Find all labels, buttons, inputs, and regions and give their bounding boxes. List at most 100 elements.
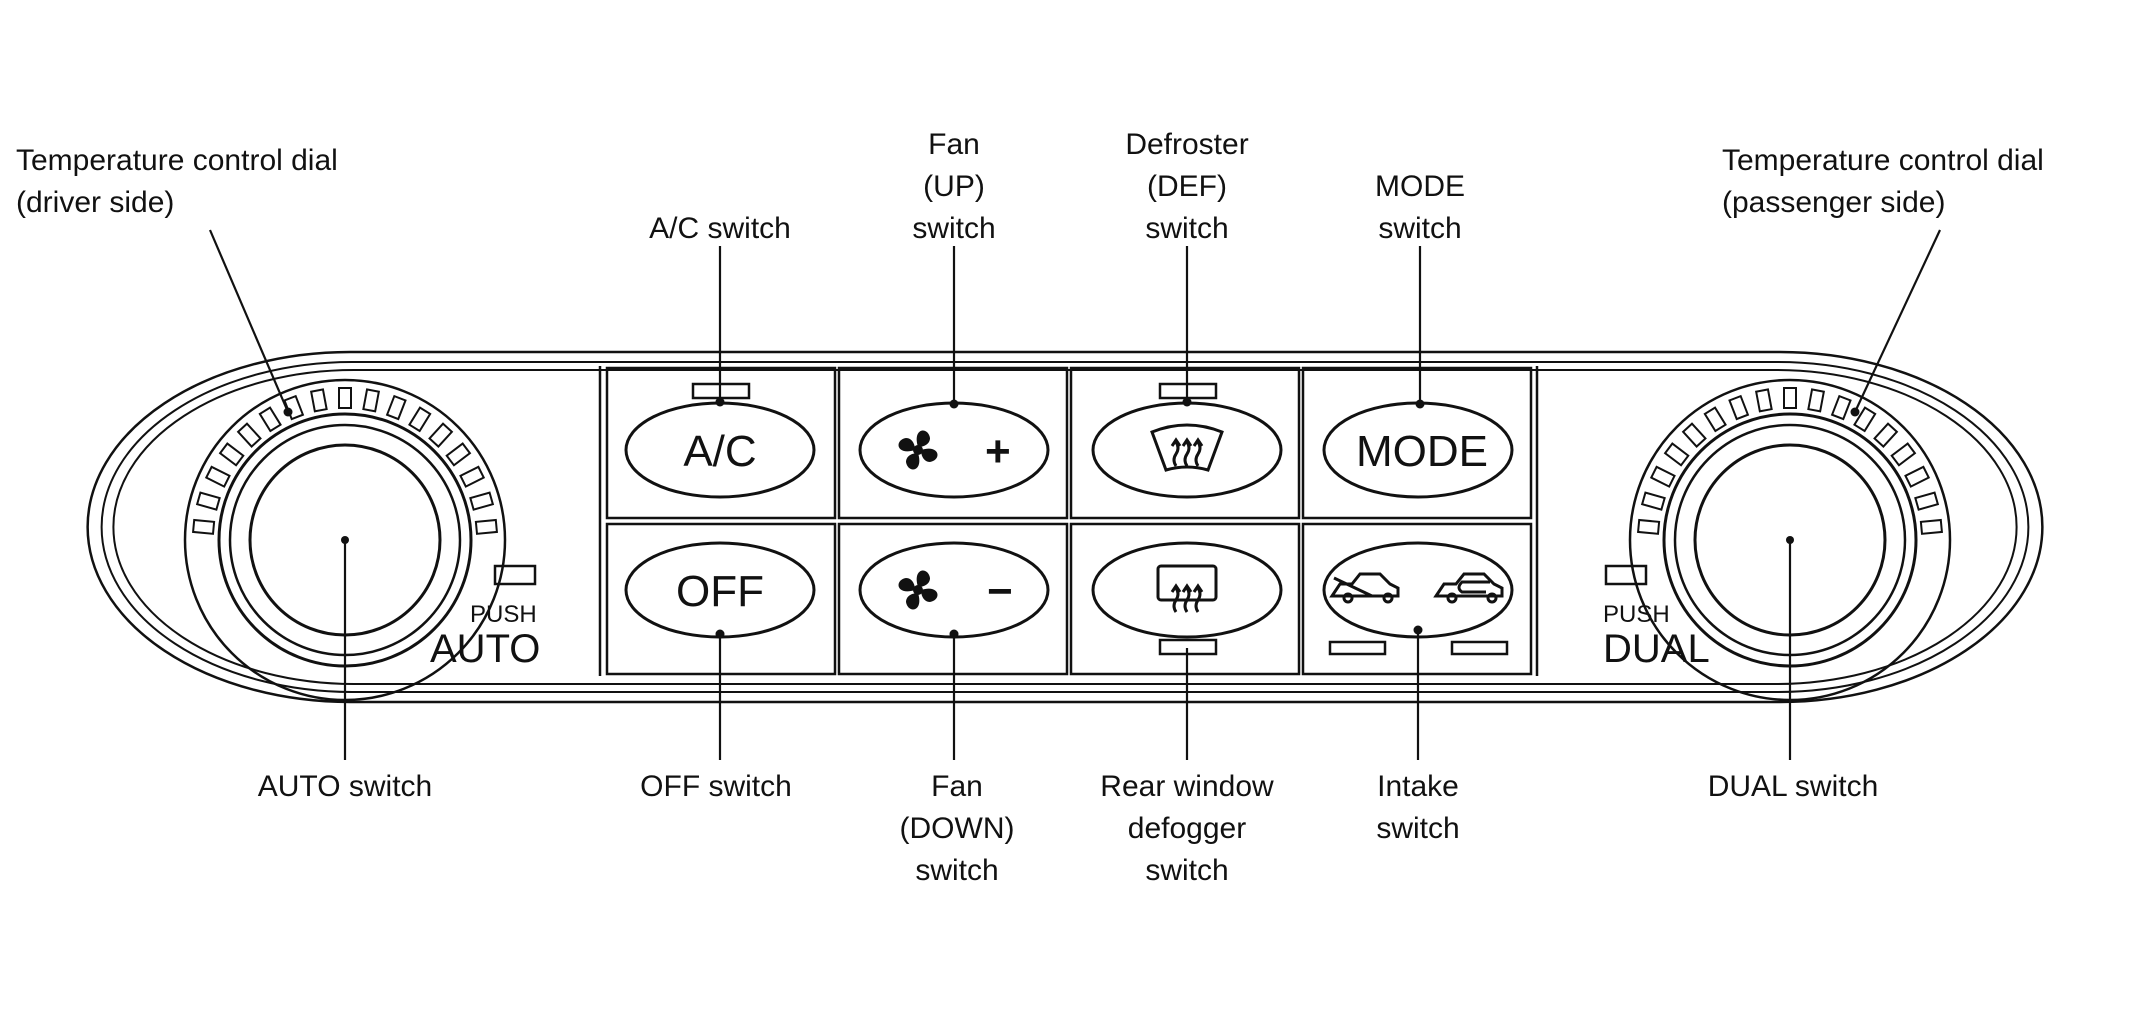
temperature-scale-driver	[192, 387, 498, 535]
temperature-scale-segment	[385, 394, 407, 421]
rear-defrost-icon	[1156, 564, 1218, 613]
temperature-scale-segment	[192, 518, 216, 535]
temperature-scale-segment	[1649, 465, 1676, 488]
auto-big-label: AUTO	[430, 627, 540, 671]
rear-defogger-button[interactable]	[1091, 541, 1283, 656]
temperature-scale-segment	[1681, 422, 1707, 448]
temperature-scale-segment	[445, 442, 472, 467]
callout-dual-switch: DUAL switch	[1708, 770, 1879, 803]
callout-line: defogger	[1128, 812, 1246, 845]
temperature-scale-segment	[1640, 491, 1666, 511]
callout-line: Temperature control dial	[1722, 144, 2044, 177]
callout-line: MODE	[1375, 170, 1465, 203]
temperature-scale-segment	[1914, 491, 1940, 511]
callout-mode-switch: MODE switch	[1375, 170, 1465, 245]
fan-down-button[interactable]: −	[858, 541, 1050, 639]
temperature-scale-segment	[1830, 394, 1852, 421]
auto-indicator-light	[493, 564, 537, 586]
callout-line: AUTO switch	[258, 770, 432, 803]
callout-ac-switch: A/C switch	[649, 212, 791, 245]
callout-fan-down: Fan (DOWN) switch	[900, 770, 1015, 887]
temperature-scale-segment	[258, 406, 282, 433]
mode-button[interactable]: MODE	[1322, 401, 1514, 499]
temperature-scale-segment	[309, 388, 328, 413]
fan-up-button[interactable]: +	[858, 401, 1050, 499]
callout-line: Fan	[928, 128, 980, 161]
recirculation-indicator-light	[1328, 640, 1387, 656]
temperature-scale-segment	[469, 491, 495, 511]
temperature-scale-segment	[1807, 388, 1826, 413]
callout-line: switch	[1378, 212, 1461, 245]
callout-line: A/C switch	[649, 212, 791, 245]
callout-line: (UP)	[923, 170, 985, 203]
leader-lines	[208, 229, 1941, 760]
callout-line: switch	[1145, 854, 1228, 887]
temperature-scale-segment	[1754, 388, 1773, 413]
leader-dots	[283, 397, 1860, 639]
fan-down-label: −	[987, 567, 1013, 616]
auto-area: PUSH AUTO	[430, 564, 540, 671]
callout-auto-switch: AUTO switch	[258, 770, 432, 803]
callout-fan-up: Fan (UP) switch	[912, 128, 995, 245]
button-grid	[598, 366, 1539, 676]
temperature-scale-segment	[474, 518, 498, 535]
temperature-scale-segment	[1873, 422, 1899, 448]
temperature-scale-passenger	[1637, 387, 1943, 535]
fresh-air-indicator-light	[1450, 640, 1509, 656]
dual-big-label: DUAL	[1603, 627, 1710, 671]
temperature-scale-segment	[1919, 518, 1943, 535]
callout-defroster: Defroster (DEF) switch	[1125, 128, 1248, 245]
mode-button-label: MODE	[1356, 427, 1488, 476]
callout-line: switch	[1376, 812, 1459, 845]
ac-button[interactable]: A/C	[624, 382, 816, 499]
temperature-scale-segment	[1853, 406, 1877, 433]
temperature-scale-segment	[362, 388, 381, 413]
temperature-scale-segment	[1637, 518, 1661, 535]
fan-icon	[898, 570, 938, 610]
callout-line: (DEF)	[1147, 170, 1227, 203]
callout-intake-switch: Intake switch	[1376, 770, 1459, 845]
temperature-scale-segment	[218, 442, 245, 467]
temperature-scale-segment	[236, 422, 262, 448]
callout-line: Rear window	[1100, 770, 1274, 803]
temperature-scale-segment	[338, 387, 352, 409]
fresh-air-icon	[1433, 572, 1504, 604]
temperature-scale-segment	[1783, 387, 1797, 409]
temperature-scale-segment	[1890, 442, 1917, 467]
callout-rear-defogger: Rear window defogger switch	[1100, 770, 1274, 887]
dual-push-label: PUSH	[1603, 601, 1670, 628]
callout-line: OFF switch	[640, 770, 792, 803]
panel-body	[86, 350, 2044, 704]
callout-line: DUAL switch	[1708, 770, 1879, 803]
temperature-scale-segment	[408, 406, 432, 433]
callout-off-switch: OFF switch	[640, 770, 792, 803]
callout-line: switch	[912, 212, 995, 245]
ac-button-label: A/C	[683, 427, 756, 476]
callout-line: Defroster	[1125, 128, 1248, 161]
dual-indicator-light	[1604, 564, 1648, 586]
callout-line: Temperature control dial	[16, 144, 338, 177]
windshield-defrost-icon	[1150, 423, 1224, 472]
callout-line: (passenger side)	[1722, 186, 1945, 219]
off-button[interactable]: OFF	[624, 541, 816, 639]
fan-up-label: +	[985, 427, 1011, 476]
auto-push-label: PUSH	[470, 601, 537, 628]
callout-line: (driver side)	[16, 186, 174, 219]
temperature-scale-segment	[195, 491, 221, 511]
temperature-scale-segment	[1728, 394, 1750, 421]
temperature-scale-segment	[1663, 442, 1690, 467]
callout-temp-driver: Temperature control dial (driver side)	[16, 144, 338, 219]
callout-line: switch	[1145, 212, 1228, 245]
temperature-scale-segment	[204, 465, 231, 488]
callout-line: Intake	[1377, 770, 1459, 803]
callout-line: switch	[915, 854, 998, 887]
callout-line: Fan	[931, 770, 983, 803]
callout-temp-passenger: Temperature control dial (passenger side…	[1722, 144, 2044, 219]
temperature-scale-segment	[1904, 465, 1931, 488]
dual-area: PUSH DUAL	[1603, 564, 1710, 671]
recirculation-icon	[1329, 572, 1400, 604]
fan-icon	[898, 430, 938, 470]
temperature-scale-segment	[428, 422, 454, 448]
callout-line: (DOWN)	[900, 812, 1015, 845]
